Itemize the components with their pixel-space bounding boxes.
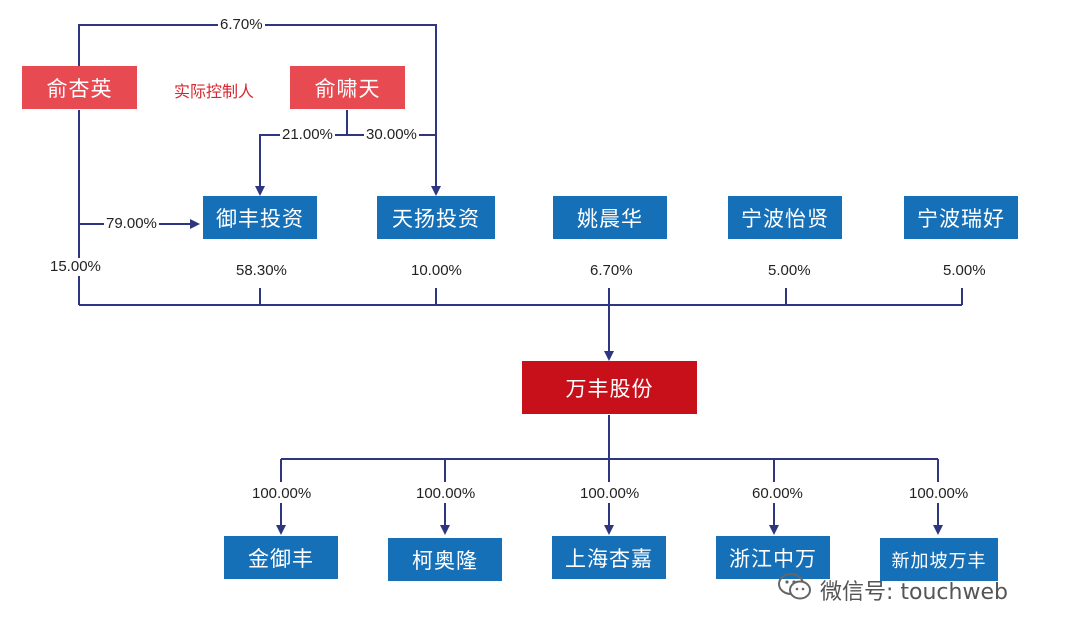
company-wanfeng: 万丰股份 <box>522 361 697 414</box>
pct-yu-to-yufeng: 79.00% <box>104 215 159 233</box>
pct-yaochenhua-stake: 6.70% <box>588 262 635 280</box>
controller-yu-xiaotian: 俞啸天 <box>290 66 405 109</box>
pct-xiaotian-to-yufeng: 21.00% <box>280 126 335 144</box>
pct-zhejiang-zhongwan: 60.00% <box>750 485 805 503</box>
pct-tianyang-stake: 10.00% <box>409 262 464 280</box>
pct-xiaotian-to-tianyang: 30.00% <box>364 126 419 144</box>
pct-yufeng-stake: 58.30% <box>234 262 289 280</box>
shareholder-tianyang: 天扬投资 <box>377 196 495 239</box>
subsidiary-singapore-wanfeng: 新加坡万丰 <box>880 538 998 581</box>
pct-ningbo-ruihao-stake: 5.00% <box>941 262 988 280</box>
pct-keaolong: 100.00% <box>414 485 478 503</box>
shareholder-yaochenhua: 姚晨华 <box>553 196 667 239</box>
pct-jinyufeng: 100.00% <box>250 485 314 503</box>
subsidiary-zhejiang-zhongwan: 浙江中万 <box>716 536 830 579</box>
pct-shanghai-xingjia: 100.00% <box>578 485 642 503</box>
wechat-icon <box>778 572 812 608</box>
controller-yu-xingying: 俞杏英 <box>22 66 137 109</box>
pct-yu-to-tianyang: 6.70% <box>218 16 265 34</box>
shareholder-ningbo-yixian: 宁波怡贤 <box>728 196 842 239</box>
subsidiary-keaolong: 柯奥隆 <box>388 538 502 581</box>
pct-yu-direct: 15.00% <box>48 258 103 276</box>
line-yu-to-tianyang <box>78 24 441 196</box>
shareholder-ningbo-ruihao: 宁波瑞好 <box>904 196 1018 239</box>
pct-ningbo-yixian-stake: 5.00% <box>766 262 813 280</box>
pct-singapore-wanfeng: 100.00% <box>907 485 971 503</box>
shareholder-yufeng: 御丰投资 <box>203 196 317 239</box>
watermark-text: 微信号: touchweb <box>820 580 1008 605</box>
subsidiary-shanghai-xingjia: 上海杏嘉 <box>552 536 666 579</box>
subsidiary-jinyufeng: 金御丰 <box>224 536 338 579</box>
actual-controller-label: 实际控制人 <box>174 82 255 101</box>
watermark: 微信号: touchweb <box>778 572 1008 608</box>
